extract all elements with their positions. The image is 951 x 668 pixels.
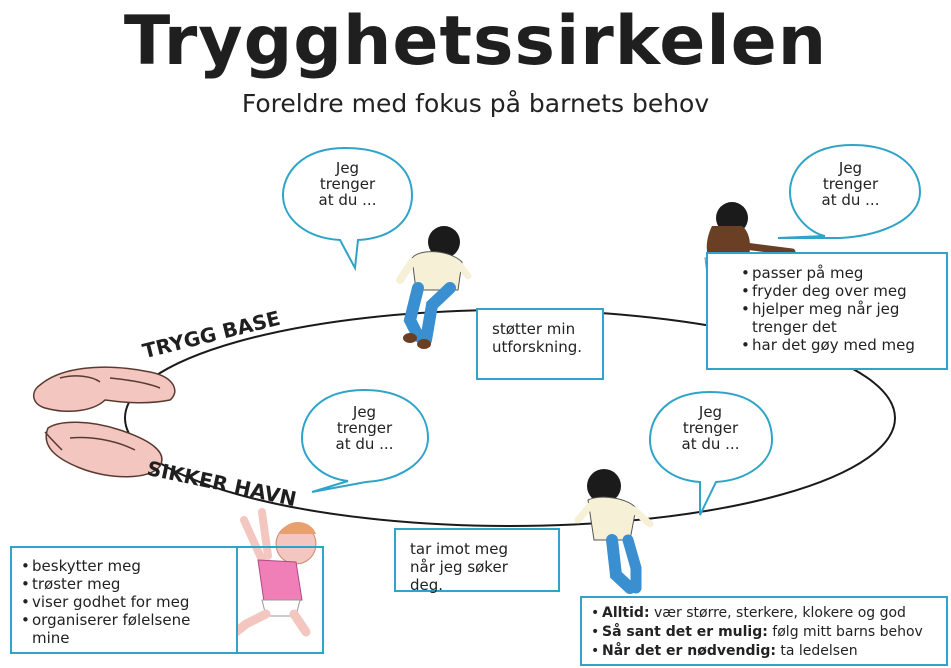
speech-bubble-1 xyxy=(281,146,414,272)
bottom-left-needs-box: beskytter meg trøster meg viser godhet f… xyxy=(10,546,238,654)
list-item: hjelper meg når jeg xyxy=(740,300,936,318)
rule-label: Alltid: xyxy=(602,605,650,621)
bubble-1-line2: trenger xyxy=(319,175,376,193)
rule-item: Alltid: vær større, sterkere, klokere og… xyxy=(590,604,938,623)
bubble-3-line1: Jeg xyxy=(352,403,377,421)
list-item: organiserer følelsene mine xyxy=(20,611,228,647)
page-subtitle: Foreldre med fokus på barnets behov xyxy=(241,89,710,118)
rule-text: vær større, sterkere, klokere og god xyxy=(649,605,906,621)
bubble-3-line3: at du ... xyxy=(335,435,394,453)
bubble-1-line1: Jeg xyxy=(335,159,360,177)
top-right-needs-list-end: har det gøy med meg xyxy=(740,336,936,354)
speech-bubble-text-2: Jeg trenger at du ... xyxy=(808,160,893,208)
exploration-line2: utforskning. xyxy=(492,338,582,356)
bubble-4-line2: trenger xyxy=(682,419,739,437)
list-item: viser godhet for meg xyxy=(20,593,228,611)
list-item: trøster meg xyxy=(20,575,228,593)
bottom-left-needs-list: beskytter meg trøster meg viser godhet f… xyxy=(20,557,228,647)
page-title: Trygghetssirkelen xyxy=(123,2,828,81)
bubble-2-line3: at du ... xyxy=(821,191,880,209)
rule-label: Når det er nødvendig: xyxy=(602,643,776,659)
child-returning-icon xyxy=(574,469,654,594)
speech-bubble-text-3: Jeg trenger at du ... xyxy=(322,404,407,452)
rule-text: følg mitt barns behov xyxy=(767,624,923,640)
bubble-2-line2: trenger xyxy=(822,175,879,193)
child-walking-top-icon xyxy=(396,226,472,349)
speech-bubble-2 xyxy=(777,143,922,239)
bottom-left-box-extension xyxy=(236,546,324,654)
top-right-needs-list: passer på meg fryder deg over meg hjelpe… xyxy=(740,264,936,318)
rules-list: Alltid: vær større, sterkere, klokere og… xyxy=(590,604,938,661)
bubble-4-line1: Jeg xyxy=(698,403,723,421)
list-item: fryder deg over meg xyxy=(740,282,936,300)
bubble-2-line1: Jeg xyxy=(838,159,863,177)
bubble-1-line3: at du ... xyxy=(318,191,377,209)
list-item: har det gøy med meg xyxy=(740,336,936,354)
rules-box: Alltid: vær større, sterkere, klokere og… xyxy=(580,596,948,666)
bubble-3-line2: trenger xyxy=(336,419,393,437)
speech-bubble-text-4: Jeg trenger at du ... xyxy=(668,404,753,452)
speech-bubble-3 xyxy=(300,388,430,493)
speech-bubble-text-1: Jeg trenger at du ... xyxy=(305,160,390,208)
bubble-4-line3: at du ... xyxy=(681,435,740,453)
exploration-line1: støtter min xyxy=(492,320,576,338)
haven-box: tar imot meg når jeg søker deg. xyxy=(394,528,560,594)
list-item: passer på meg xyxy=(740,264,936,282)
rule-text: ta ledelsen xyxy=(775,643,858,659)
exploration-box: støtter min utforskning. xyxy=(476,308,604,380)
bottom-hand-icon xyxy=(44,421,163,478)
haven-line2: når jeg søker deg. xyxy=(410,558,508,594)
rule-item: Så sant det er mulig: følg mitt barns be… xyxy=(590,623,938,642)
speech-bubble-4 xyxy=(648,390,774,516)
rule-label: Så sant det er mulig: xyxy=(602,624,768,640)
child-reaching-icon xyxy=(231,508,317,637)
top-hand-icon xyxy=(33,366,176,413)
rule-item: Når det er nødvendig: ta ledelsen xyxy=(590,642,938,661)
top-right-needs-box: passer på meg fryder deg over meg hjelpe… xyxy=(706,252,948,370)
list-item-continuation: trenger det xyxy=(752,318,837,336)
list-item: beskytter meg xyxy=(20,557,228,575)
haven-line1: tar imot meg xyxy=(410,540,508,558)
